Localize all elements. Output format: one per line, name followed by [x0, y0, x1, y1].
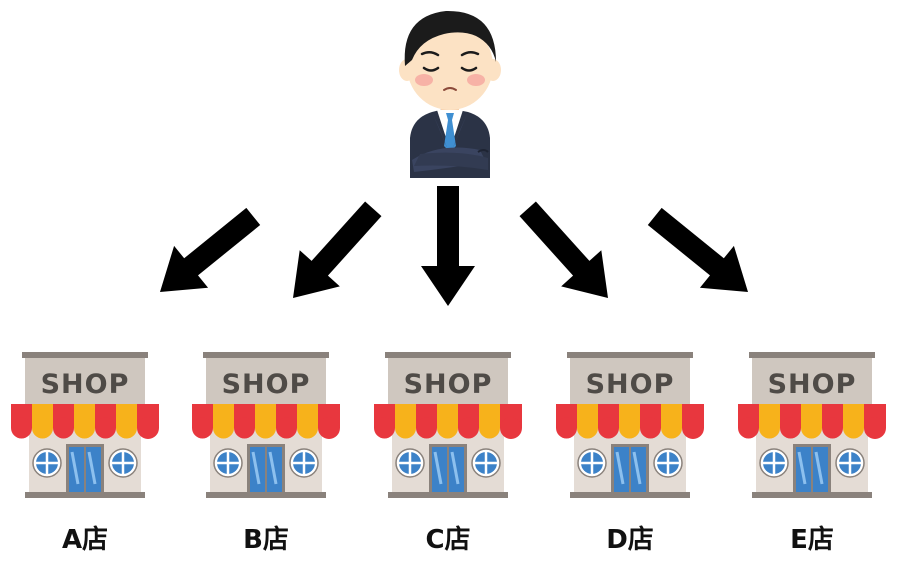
- shop-label: A店: [62, 525, 108, 555]
- shop-sign-text: SHOP: [222, 369, 311, 400]
- arrow-group: [143, 186, 765, 317]
- shop-label: B店: [243, 525, 289, 555]
- shop-e: SHOP E店: [736, 350, 888, 555]
- shop-sign-text: SHOP: [404, 369, 493, 400]
- businessman-thinking-icon: [399, 10, 501, 178]
- shop-label: C店: [425, 525, 470, 555]
- shop-sign-text: SHOP: [768, 369, 857, 400]
- arrow-icon: [143, 195, 271, 313]
- shop-d: SHOP D店: [554, 350, 706, 555]
- shop-sign-text: SHOP: [586, 369, 675, 400]
- shop-label: E店: [790, 525, 834, 555]
- shop-label: D店: [606, 525, 654, 555]
- arrow-icon: [637, 195, 765, 313]
- shop-b: SHOP B店: [190, 350, 342, 555]
- arrow-icon: [507, 190, 629, 317]
- shop-c: SHOP C店: [372, 350, 524, 555]
- shop-a: SHOP A店: [9, 350, 161, 555]
- arrow-icon: [421, 186, 475, 306]
- shop-sign-text: SHOP: [41, 369, 130, 400]
- arrow-icon: [272, 190, 394, 317]
